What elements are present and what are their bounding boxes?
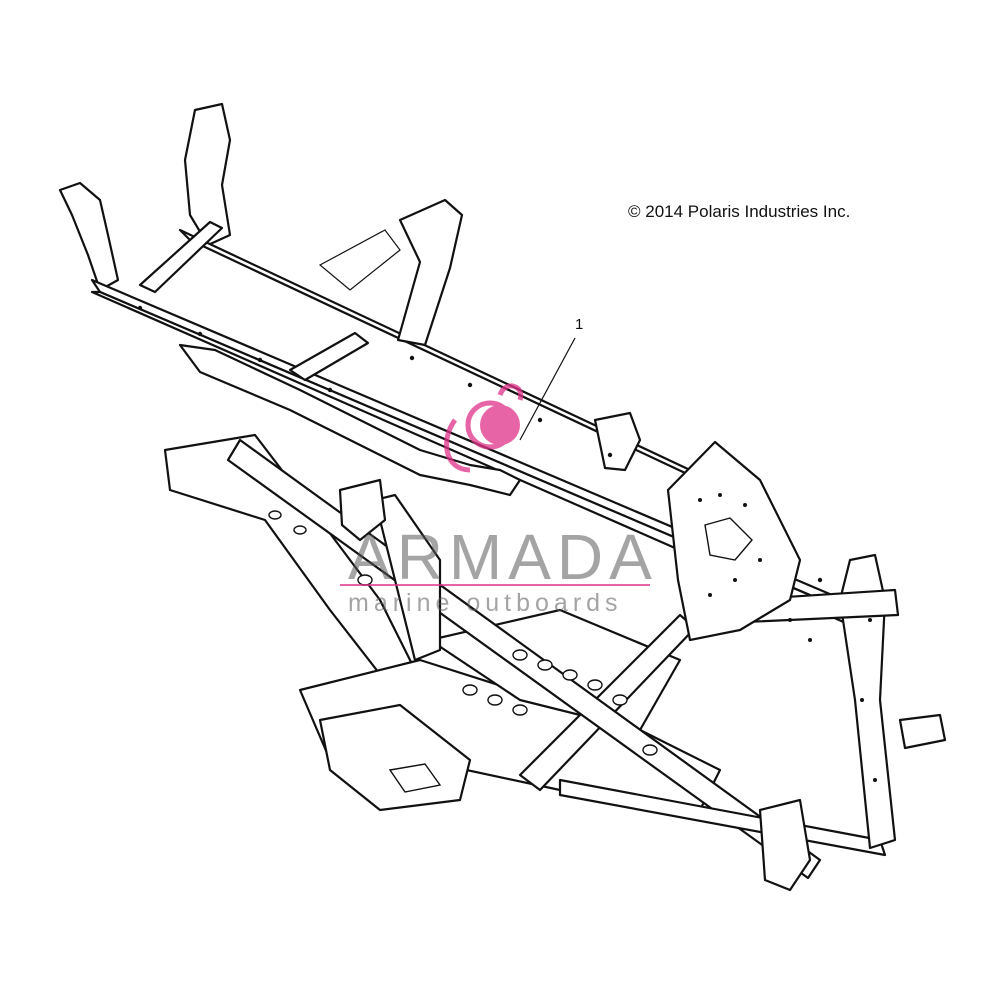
watermark-tagline: marine outboards xyxy=(348,589,623,617)
copyright-notice: © 2014 Polaris Industries Inc. xyxy=(628,202,851,221)
watermark-name: ARMADA xyxy=(348,521,658,593)
callout-leader-line xyxy=(519,337,576,441)
watermark-logo-icon xyxy=(340,383,650,586)
lower-chassis xyxy=(163,433,947,892)
part-callout-number: 1 xyxy=(575,316,584,333)
